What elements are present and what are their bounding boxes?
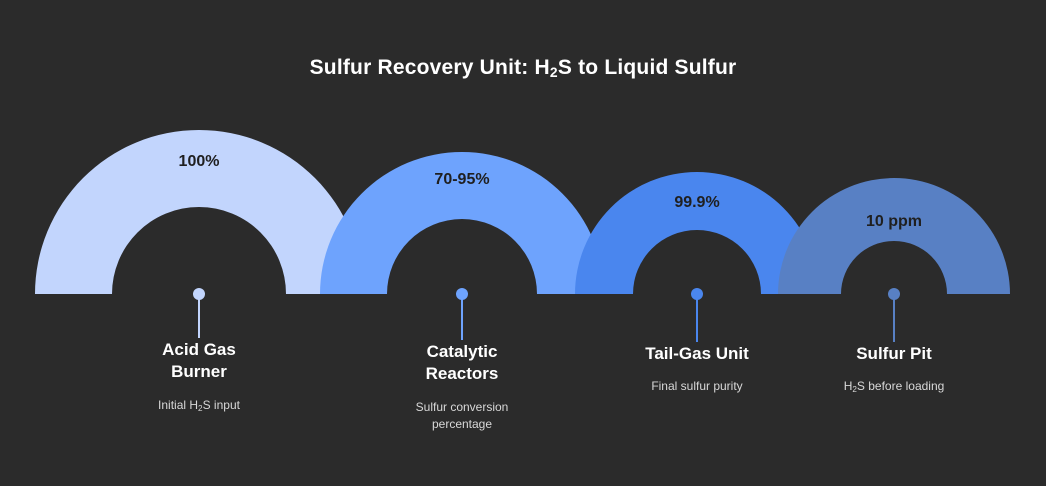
stage-name-acid-gas-burner: Acid Gas Burner [162, 340, 236, 382]
connector-dot-sulfur-pit [888, 288, 900, 300]
page-title-subscript: 2 [549, 64, 558, 80]
connector-dot-catalytic-reactors [456, 288, 468, 300]
stage-label-acid-gas-burner: Acid Gas Burner Initial H2S input [89, 339, 309, 414]
stage-desc-tail-gas-unit: Final sulfur purity [651, 379, 743, 394]
stage-desc-suffix: S input [202, 397, 240, 412]
stage-label-sulfur-pit: Sulfur Pit H2S before loading [784, 343, 1004, 395]
arc-band-catalytic-reactors [320, 152, 604, 294]
stage-name-tail-gas-unit: Tail-Gas Unit [645, 344, 749, 363]
page-title: Sulfur Recovery Unit: H2S to Liquid Sulf… [0, 56, 1046, 80]
stage-desc-sulfur-pit: H2S before loading [784, 378, 1004, 395]
stage-desc-prefix: Initial H [158, 397, 199, 412]
arc-band-sulfur-pit [778, 178, 1010, 294]
arc-value-catalytic-reactors: 70-95% [434, 171, 490, 188]
stage-desc-acid-gas-burner: Initial H2S input [89, 397, 309, 414]
page-title-prefix: Sulfur Recovery Unit: H [309, 56, 550, 79]
connector-dot-acid-gas-burner [193, 288, 205, 300]
stage-desc-subscript: 2 [198, 403, 203, 413]
arc-value-acid-gas-burner: 100% [178, 153, 220, 170]
stage-desc-suffix: S before loading [856, 379, 945, 394]
arc-band-tail-gas-unit [575, 172, 819, 294]
stage-label-tail-gas-unit: Tail-Gas Unit Final sulfur purity [587, 343, 807, 395]
arc-band-acid-gas-burner [35, 130, 363, 294]
stage-desc-prefix: H [843, 379, 853, 394]
stage-label-catalytic-reactors: Catalytic Reactors Sulfur conversion per… [352, 341, 572, 432]
stage-desc-catalytic-reactors: Sulfur conversion percentage [415, 399, 509, 431]
stage-name-catalytic-reactors: Catalytic Reactors [425, 342, 499, 384]
stage-desc-subscript: 2 [852, 385, 857, 395]
arc-value-sulfur-pit: 10 ppm [865, 213, 923, 230]
connector-dot-tail-gas-unit [691, 288, 703, 300]
arc-value-tail-gas-unit: 99.9% [674, 194, 720, 211]
stage-name-sulfur-pit: Sulfur Pit [856, 344, 932, 363]
page-title-suffix: S to Liquid Sulfur [557, 56, 737, 79]
